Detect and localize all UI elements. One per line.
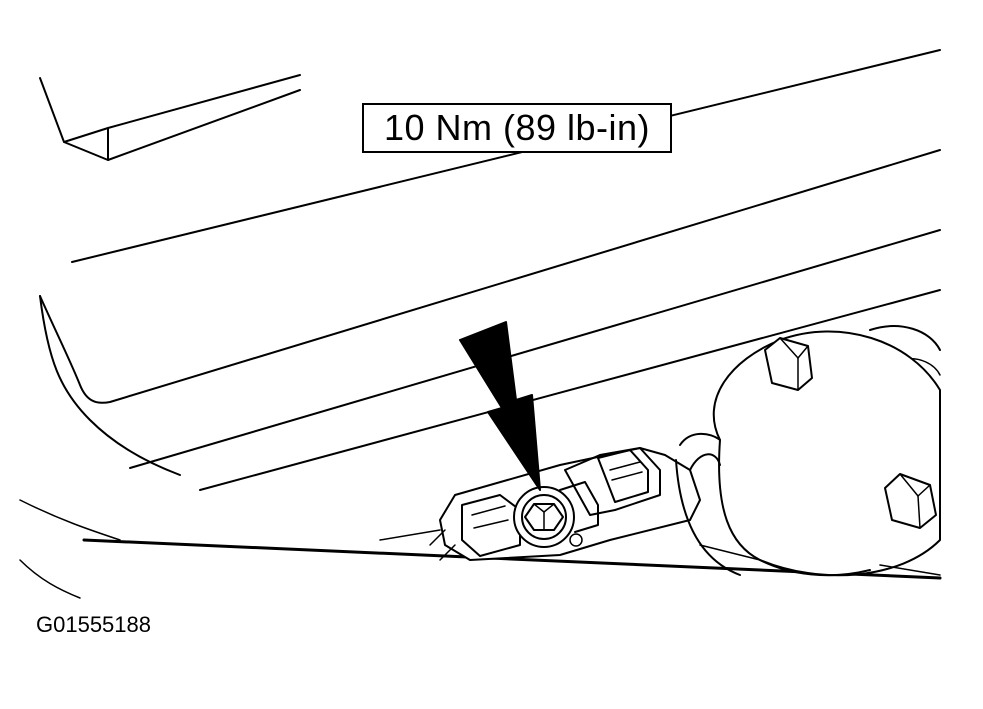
torque-spec-callout: 10 Nm (89 lb-in) [362, 103, 672, 153]
upper-left-bracket [39, 74, 301, 161]
filter-housing [675, 330, 941, 577]
arrow-down-icon [459, 321, 541, 491]
lower-right-detail [699, 544, 941, 576]
figure-id-label: G01555188 [36, 612, 151, 637]
hex-bolt-icon [513, 486, 583, 548]
